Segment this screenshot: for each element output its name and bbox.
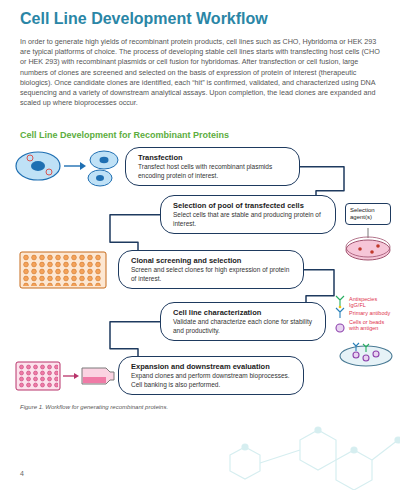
step-description: Select cells that are stable and produci… <box>173 211 325 228</box>
antibody-symbol <box>353 343 359 351</box>
host-cell <box>16 152 60 180</box>
host-cell <box>88 170 112 186</box>
flask-medium <box>83 377 106 383</box>
atom-dot <box>315 427 321 433</box>
hexagon <box>300 430 336 470</box>
arrow-head <box>74 373 79 379</box>
antibody-symbol <box>336 296 344 306</box>
well-plate <box>20 252 106 288</box>
section-heading: Cell Line Development for Recombinant Pr… <box>20 130 380 141</box>
process-box: Expansion and downstream evaluationExpan… <box>118 356 304 395</box>
bond-line <box>260 450 300 463</box>
plasmid <box>27 155 33 161</box>
process-arrow <box>63 375 74 376</box>
hexagon <box>336 450 372 490</box>
colony <box>358 247 362 251</box>
flow-connector <box>110 215 160 250</box>
transfection-illustration <box>16 151 118 186</box>
step-description: Expand clones and perform downstream bio… <box>131 372 293 389</box>
process-box: Clonal screening and selectionScreen and… <box>118 250 304 289</box>
step-description: Transfect host cells with recombinant pl… <box>138 163 289 180</box>
page-title: Cell Line Development Workflow <box>20 10 380 28</box>
plasmid <box>46 169 52 175</box>
cell-nucleus <box>31 161 45 171</box>
step-heading: Cell line characterization <box>173 308 315 317</box>
bond-line <box>372 440 398 460</box>
petri-dish-rim <box>346 237 390 257</box>
plate-body <box>16 362 60 390</box>
atom-dot <box>395 437 400 443</box>
atom-dot <box>242 444 248 450</box>
expansion-illustration <box>16 362 114 390</box>
cell-nucleus <box>100 157 109 163</box>
antibody-symbol <box>363 344 369 352</box>
colony <box>370 250 374 254</box>
process-box: Selection of pool of transfected cellsSe… <box>160 195 336 234</box>
plate-body <box>20 252 106 288</box>
step-description: Validate and characterize each clone for… <box>173 318 315 335</box>
cell-nucleus <box>96 175 104 181</box>
plate-wells <box>18 364 58 388</box>
step-heading: Expansion and downstream evaluation <box>131 362 293 371</box>
step-description: Screen and select clones for high expres… <box>131 266 293 283</box>
reagent-label: Selection agent(s) <box>350 207 386 221</box>
legend-label: Antispecies IgG/FL <box>349 296 395 309</box>
flow-connector <box>300 167 344 195</box>
antibody-symbol <box>336 308 344 318</box>
step-heading: Clonal screening and selection <box>131 256 293 265</box>
hexagon-decoration <box>230 427 400 490</box>
atom-dot <box>351 447 357 453</box>
process-box: Cell line characterizationValidate and c… <box>160 302 326 341</box>
process-box: TransfectionTransfect host cells with re… <box>125 147 300 186</box>
legend-label: Primary antibody <box>349 310 395 316</box>
leader-line <box>368 228 369 238</box>
process-arrow <box>64 165 80 166</box>
step-heading: Selection of pool of transfected cells <box>173 201 325 210</box>
intro-paragraph: In order to generate high yields of reco… <box>20 37 382 109</box>
arrow-head <box>80 162 86 170</box>
flow-connector <box>110 322 160 356</box>
reagent-tag: Selection agent(s) <box>345 203 391 225</box>
figure-caption: Figure 1. Workflow for generating recomb… <box>20 404 320 410</box>
flow-connector <box>304 270 334 302</box>
legend-label: Cells or beads with antigen <box>349 319 395 332</box>
hexagon <box>230 447 260 479</box>
colony <box>376 244 380 248</box>
culture-flask <box>82 368 114 384</box>
selection-dish <box>346 228 390 260</box>
antigen-bead <box>336 324 344 332</box>
antigen-bead <box>363 355 369 361</box>
page-number: 4 <box>20 470 40 478</box>
antigen-bead <box>373 351 379 357</box>
antigen-bead <box>353 352 359 358</box>
fluor-dot <box>339 306 342 309</box>
plate-wells <box>22 254 102 286</box>
step-heading: Transfection <box>138 153 289 162</box>
host-cell <box>90 151 118 169</box>
